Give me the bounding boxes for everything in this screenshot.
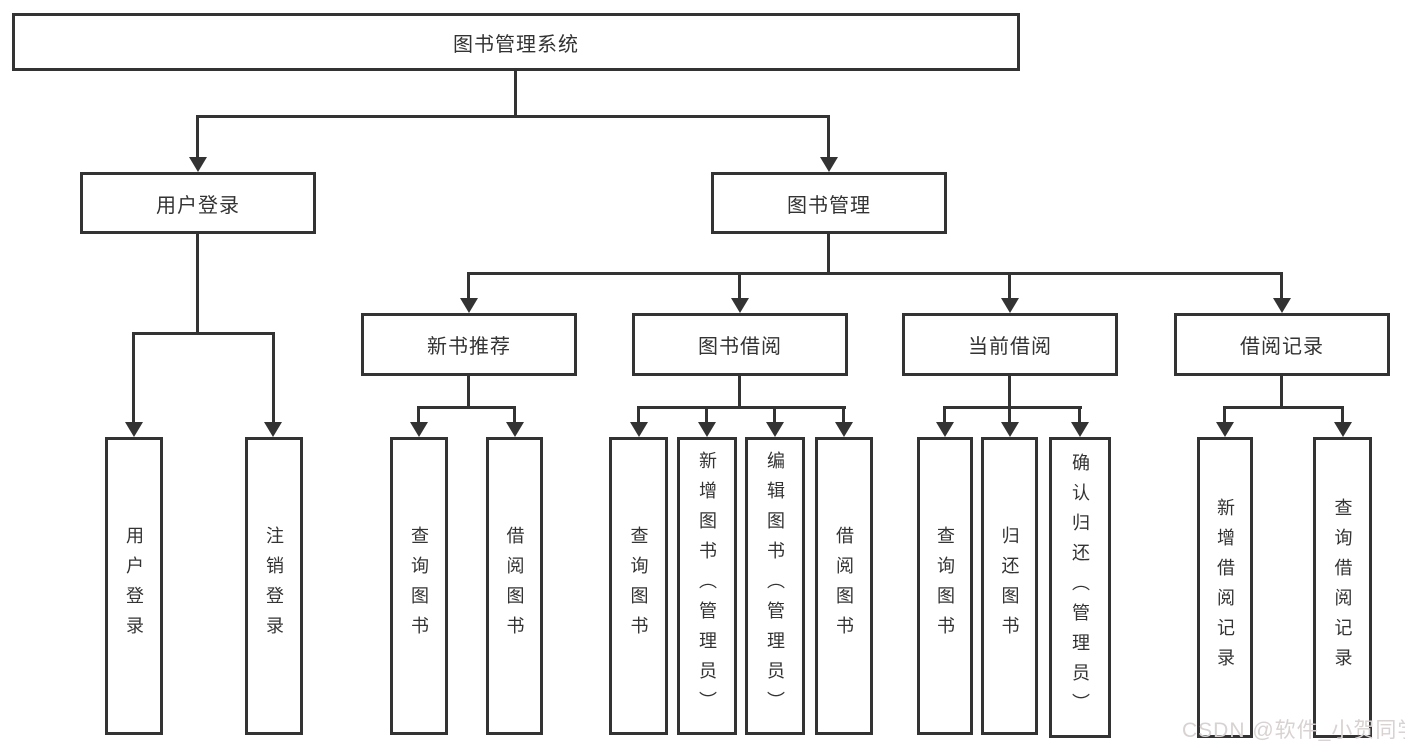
connector-line [196,115,830,118]
node-label: 新增借阅记录 [1215,497,1235,678]
arrow-down-icon [820,157,838,172]
node-label: 借阅记录 [1240,336,1324,358]
arrow-down-icon [835,422,853,437]
arrow-down-icon [1071,422,1089,437]
node-query-borrow-record-leaf: 查询借阅记录 [1313,437,1372,738]
node-label: 查询借阅记录 [1332,497,1353,678]
node-label: 当前借阅 [968,336,1052,358]
connector-line [943,406,1082,409]
arrow-down-icon [189,157,207,172]
node-query-books-leaf: 查询图书 [917,437,973,735]
node-label: 归还图书 [999,526,1020,646]
connector-line [637,406,846,409]
node-borrow-books-leaf: 借阅图书 [815,437,873,735]
node-return-books-leaf: 归还图书 [981,437,1038,735]
arrow-down-icon [1216,422,1234,437]
connector-line [637,406,640,422]
arrow-down-icon [1001,422,1019,437]
connector-line [738,272,741,298]
node-query-books-leaf: 查询图书 [390,437,448,735]
connector-line [467,272,1283,275]
connector-line [738,376,741,409]
connector-line [417,406,516,409]
connector-line [467,376,470,409]
connector-line [1280,376,1283,409]
connector-line [773,406,776,422]
connector-line [467,272,470,298]
node-label: 图书管理系统 [453,33,579,56]
connector-line [513,406,516,422]
node-user-login: 用户登录 [80,172,316,234]
node-book-management: 图书管理 [711,172,947,234]
node-label: 编辑图书（管理员） [765,451,785,721]
arrow-down-icon [506,422,524,437]
connector-line [1223,406,1344,409]
arrow-down-icon [125,422,143,437]
node-label: 新书推荐 [427,336,511,358]
connector-line [1008,272,1011,298]
connector-line [417,406,420,422]
arrow-down-icon [264,422,282,437]
node-label: 注销登录 [264,526,284,646]
connector-line [132,332,275,335]
node-label: 图书借阅 [698,336,782,358]
node-query-books-leaf: 查询图书 [609,437,668,735]
node-confirm-return-admin-leaf: 确认归还（管理员） [1049,437,1111,738]
connector-line [1280,272,1283,298]
node-label: 图书管理 [787,194,871,217]
watermark: CSDN @软件_小贺同学 [1182,719,1405,742]
connector-line [1008,406,1011,422]
node-user-login-leaf: 用户登录 [105,437,163,735]
arrow-down-icon [630,422,648,437]
node-label: 查询图书 [628,526,649,646]
connector-line [514,70,517,117]
connector-line [196,234,199,335]
connector-line [1223,406,1226,422]
arrow-down-icon [460,298,478,313]
connector-line [827,115,830,157]
arrow-down-icon [731,298,749,313]
node-edit-book-admin-leaf: 编辑图书（管理员） [745,437,805,735]
arrow-down-icon [1273,298,1291,313]
connector-line [196,115,199,157]
arrow-down-icon [410,422,428,437]
node-label: 用户登录 [124,526,144,646]
connector-line [842,406,845,422]
node-logout-leaf: 注销登录 [245,437,303,735]
node-current-borrowing: 当前借阅 [902,313,1118,376]
node-book-borrowing: 图书借阅 [632,313,848,376]
node-borrow-books-leaf: 借阅图书 [486,437,543,735]
connector-line [1078,406,1081,422]
node-label: 确认归还（管理员） [1070,452,1090,723]
connector-line [705,406,708,422]
node-add-borrow-record-leaf: 新增借阅记录 [1197,437,1253,738]
arrow-down-icon [766,422,784,437]
connector-line [132,332,135,422]
connector-line [943,406,946,422]
node-label: 新增图书（管理员） [697,451,717,721]
arrow-down-icon [936,422,954,437]
node-new-book-recommendation: 新书推荐 [361,313,577,376]
node-label: 查询图书 [409,526,429,646]
node-label: 用户登录 [156,194,240,217]
arrow-down-icon [698,422,716,437]
connector-line [1008,376,1011,409]
node-borrowing-records: 借阅记录 [1174,313,1390,376]
connector-line [1341,406,1344,422]
arrow-down-icon [1334,422,1352,437]
node-label: 查询图书 [935,526,955,646]
node-root: 图书管理系统 [12,13,1020,71]
node-label: 借阅图书 [834,526,854,646]
arrow-down-icon [1001,298,1019,313]
connector-line [272,332,275,422]
connector-line [827,234,830,275]
node-label: 借阅图书 [504,526,525,646]
node-add-book-admin-leaf: 新增图书（管理员） [677,437,737,735]
